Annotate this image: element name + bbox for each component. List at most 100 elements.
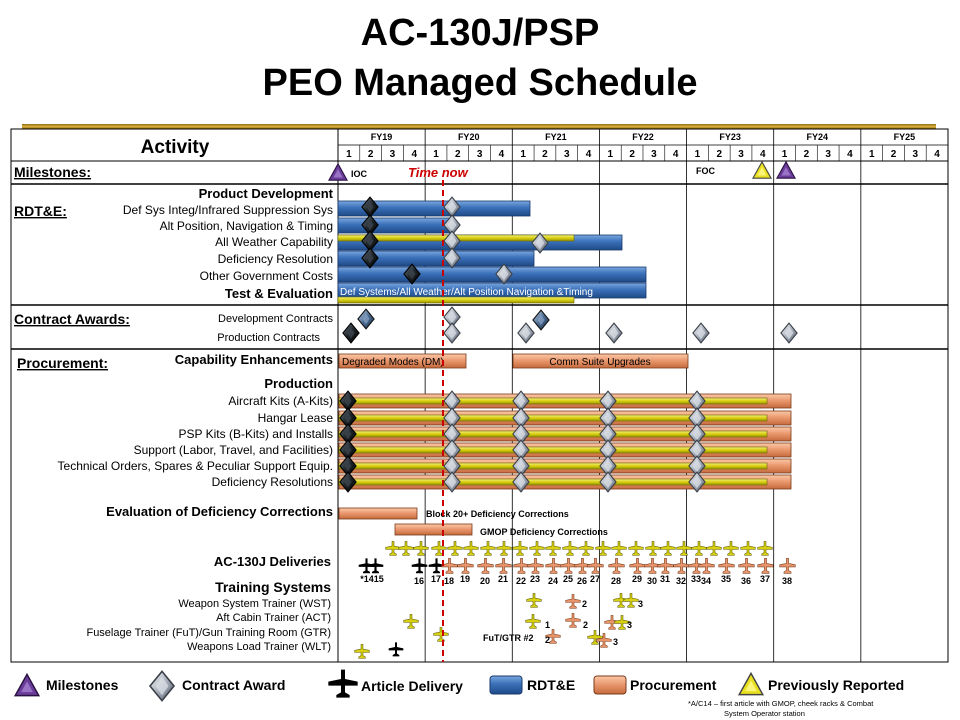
delivery-icon (527, 558, 544, 574)
delivery-number: 35 (721, 574, 731, 584)
contract-diamond-prod-7 (780, 322, 798, 344)
previous-delivery-icon (529, 541, 545, 556)
delivery-number: 21 (498, 574, 508, 584)
delivery-number: 25 (563, 574, 573, 584)
delivery-icon (545, 558, 562, 574)
rdte-bar-other-gov (337, 266, 647, 283)
fy-label: FY21 (545, 132, 567, 142)
delivery-number: 27 (590, 574, 600, 584)
previous-delivery-icon (660, 541, 676, 556)
quarter-label: 1 (695, 149, 701, 160)
delivery-number: 28 (611, 576, 621, 586)
delivery-number: 22 (516, 576, 526, 586)
legend-delivery-icon (328, 669, 358, 698)
delivery-number: 19 (460, 574, 470, 584)
legend-rdte-label: RDT&E (527, 677, 575, 693)
training-count: 3 (638, 599, 643, 609)
quarter-label: 2 (891, 149, 897, 160)
rdte-row-label: Deficiency Resolution (218, 252, 333, 266)
legend-contract-label: Contract Award (182, 677, 285, 693)
training-row-label: Fuselage Trainer (FuT)/Gun Training Room… (86, 627, 331, 639)
quarter-label: 4 (411, 149, 417, 160)
footnote-line1: *A/C14 – first article with GMOP, cheek … (688, 699, 874, 708)
contract-awards-label: Contract Awards: (14, 311, 130, 327)
quarter-label: 4 (499, 149, 505, 160)
previous-delivery-icon (611, 541, 627, 556)
legend: Milestones Contract Award Article Delive… (14, 669, 904, 702)
delivery-icon (477, 558, 494, 574)
delivery-number: 16 (414, 576, 424, 586)
training-delivery-icon (526, 593, 542, 608)
training-count: 2 (582, 599, 587, 609)
production-row-label: Hangar Lease (258, 411, 334, 425)
quarter-label: 2 (629, 149, 635, 160)
quarter-label: 2 (804, 149, 810, 160)
delivery-number: 17 (431, 574, 441, 584)
delivery-icon (698, 558, 715, 574)
delivery-icon (441, 558, 458, 574)
delivery-number: 20 (480, 576, 490, 586)
training-count: 3 (627, 620, 632, 630)
production-label: Production (264, 376, 333, 391)
previous-delivery-icon (431, 541, 447, 556)
degraded-modes-text: Degraded Modes (DM) (342, 357, 444, 368)
delivery-number: 29 (632, 574, 642, 584)
previous-delivery-icon (645, 541, 661, 556)
production-bar-previous (338, 462, 768, 470)
degraded-modes-bar (338, 353, 467, 369)
section-dividers (11, 129, 948, 662)
delivery-number: 33 (691, 574, 701, 584)
gmop-text: GMOP Deficiency Corrections (480, 527, 608, 537)
production-bar-previous (338, 430, 768, 438)
block20-text: Block 20+ Deficiency Corrections (426, 509, 569, 519)
previous-delivery-icon (545, 541, 561, 556)
delivery-number: 37 (760, 574, 770, 584)
rdte-row-labels: Def Sys Integ/Infrared Suppression SysAl… (123, 203, 333, 283)
fy-label: FY20 (458, 132, 480, 142)
delivery-number: 38 (782, 576, 792, 586)
production-row-label: Aircraft Kits (A-Kits) (228, 394, 333, 408)
legend-rdte-swatch (489, 675, 523, 695)
previous-delivery-icon (480, 541, 496, 556)
time-now-label: Time now (408, 165, 469, 180)
contract-diamonds (342, 306, 798, 344)
quarter-label: 4 (847, 149, 853, 160)
previous-delivery-icon (496, 541, 512, 556)
title-line-2: PEO Managed Schedule (262, 62, 698, 104)
delivery-number: 30 (647, 576, 657, 586)
quarter-label: 4 (934, 149, 940, 160)
training-delivery-icon (565, 613, 581, 628)
legend-delivery-label: Article Delivery (361, 678, 463, 694)
fy-label: FY19 (371, 132, 393, 142)
delivery-number: *1415 (360, 574, 384, 584)
delivery-number: 32 (676, 576, 686, 586)
training-systems-label: Training Systems (215, 579, 331, 595)
delivery-icon (560, 558, 577, 574)
contract-diamond-prod-1 (342, 322, 360, 344)
delivery-icon (738, 558, 755, 574)
training-row-labels: Weapon System Trainer (WST)Aft Cabin Tra… (86, 598, 331, 653)
foc-milestone-icon (776, 161, 796, 179)
foc-previous-milestone-icon (752, 161, 772, 179)
production-bar-previous (338, 478, 768, 486)
fut-gtr-label: FuT/GTR #2 (483, 633, 534, 643)
legend-previous-icon (738, 672, 764, 696)
capability-enhancements-label: Capability Enhancements (175, 352, 333, 367)
quarter-label: 4 (760, 149, 766, 160)
delivery-number: 18 (444, 576, 454, 586)
production-bar-previous (338, 397, 768, 405)
training-delivery-icon (623, 593, 639, 608)
training-row-label: Weapon System Trainer (WST) (178, 598, 331, 610)
production-bar-previous (338, 414, 768, 422)
quarter-label: 2 (368, 149, 374, 160)
test-bar-text: Def Systems/All Weather/Alt Position Nav… (340, 287, 593, 298)
fy-label: FY23 (719, 132, 741, 142)
previous-delivery-icon (691, 541, 707, 556)
delivery-number: 31 (660, 574, 670, 584)
block20-bar (338, 507, 418, 520)
training-count: 2 (545, 635, 550, 645)
training-count: 2 (583, 620, 588, 630)
